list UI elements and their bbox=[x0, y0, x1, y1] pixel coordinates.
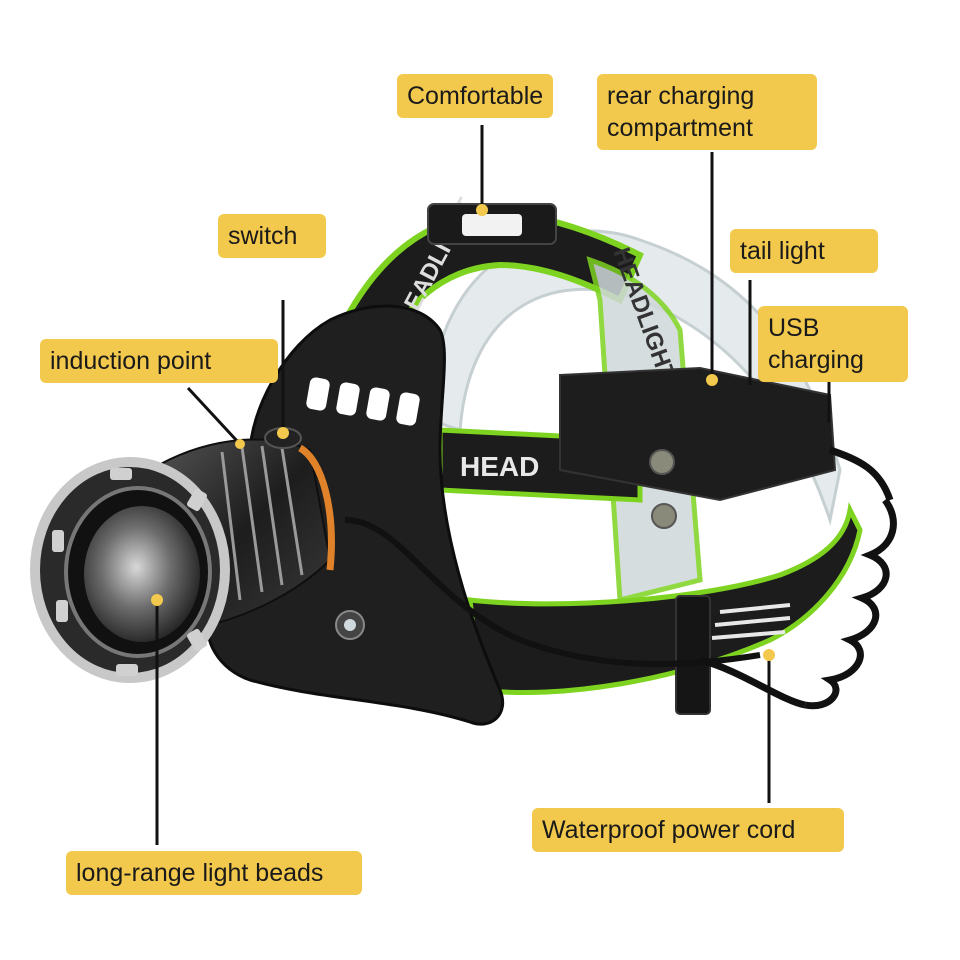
callout-tail-light-text: tail light bbox=[740, 237, 825, 265]
lamp-cable bbox=[344, 517, 761, 667]
callout-comfortable-text: Comfortable bbox=[407, 82, 544, 110]
dot-comfortable bbox=[476, 204, 488, 216]
callout-light-beads: long-range light beads bbox=[66, 851, 362, 895]
callout-switch-text: switch bbox=[228, 222, 298, 250]
callout-rear-charging-line2: compartment bbox=[607, 114, 753, 142]
strap-clip bbox=[675, 595, 711, 715]
lamp-lens bbox=[84, 506, 200, 642]
callout-induction-point: induction point bbox=[40, 339, 278, 383]
leader-induction bbox=[186, 386, 240, 444]
callout-rear-charging: rear charging compartment bbox=[597, 74, 817, 150]
callout-light-beads-text: long-range light beads bbox=[76, 859, 324, 887]
callout-usb: USB charging bbox=[758, 306, 908, 382]
callout-usb-line1: USB bbox=[768, 314, 820, 342]
front-strap-print: HEAD bbox=[460, 451, 539, 482]
callout-induction-point-text: induction point bbox=[50, 347, 212, 375]
dot-rear-charging bbox=[706, 374, 718, 386]
callout-waterproof-cord-text: Waterproof power cord bbox=[542, 816, 796, 844]
orange-ring bbox=[298, 444, 335, 571]
lamp-bracket bbox=[205, 304, 505, 726]
callout-rear-charging-line1: rear charging bbox=[607, 82, 755, 110]
callout-switch: switch bbox=[218, 214, 326, 258]
dot-switch bbox=[277, 427, 289, 439]
lamp-head bbox=[30, 438, 335, 683]
dot-induction bbox=[235, 439, 245, 449]
dot-beads bbox=[151, 594, 163, 606]
lower-band bbox=[467, 502, 863, 696]
callout-waterproof-cord: Waterproof power cord bbox=[532, 808, 844, 852]
battery-box bbox=[559, 366, 837, 502]
dot-cord bbox=[763, 649, 775, 661]
callout-tail-light: tail light bbox=[730, 229, 878, 273]
callout-comfortable: Comfortable bbox=[397, 74, 554, 118]
callout-usb-line2: charging bbox=[768, 346, 864, 374]
